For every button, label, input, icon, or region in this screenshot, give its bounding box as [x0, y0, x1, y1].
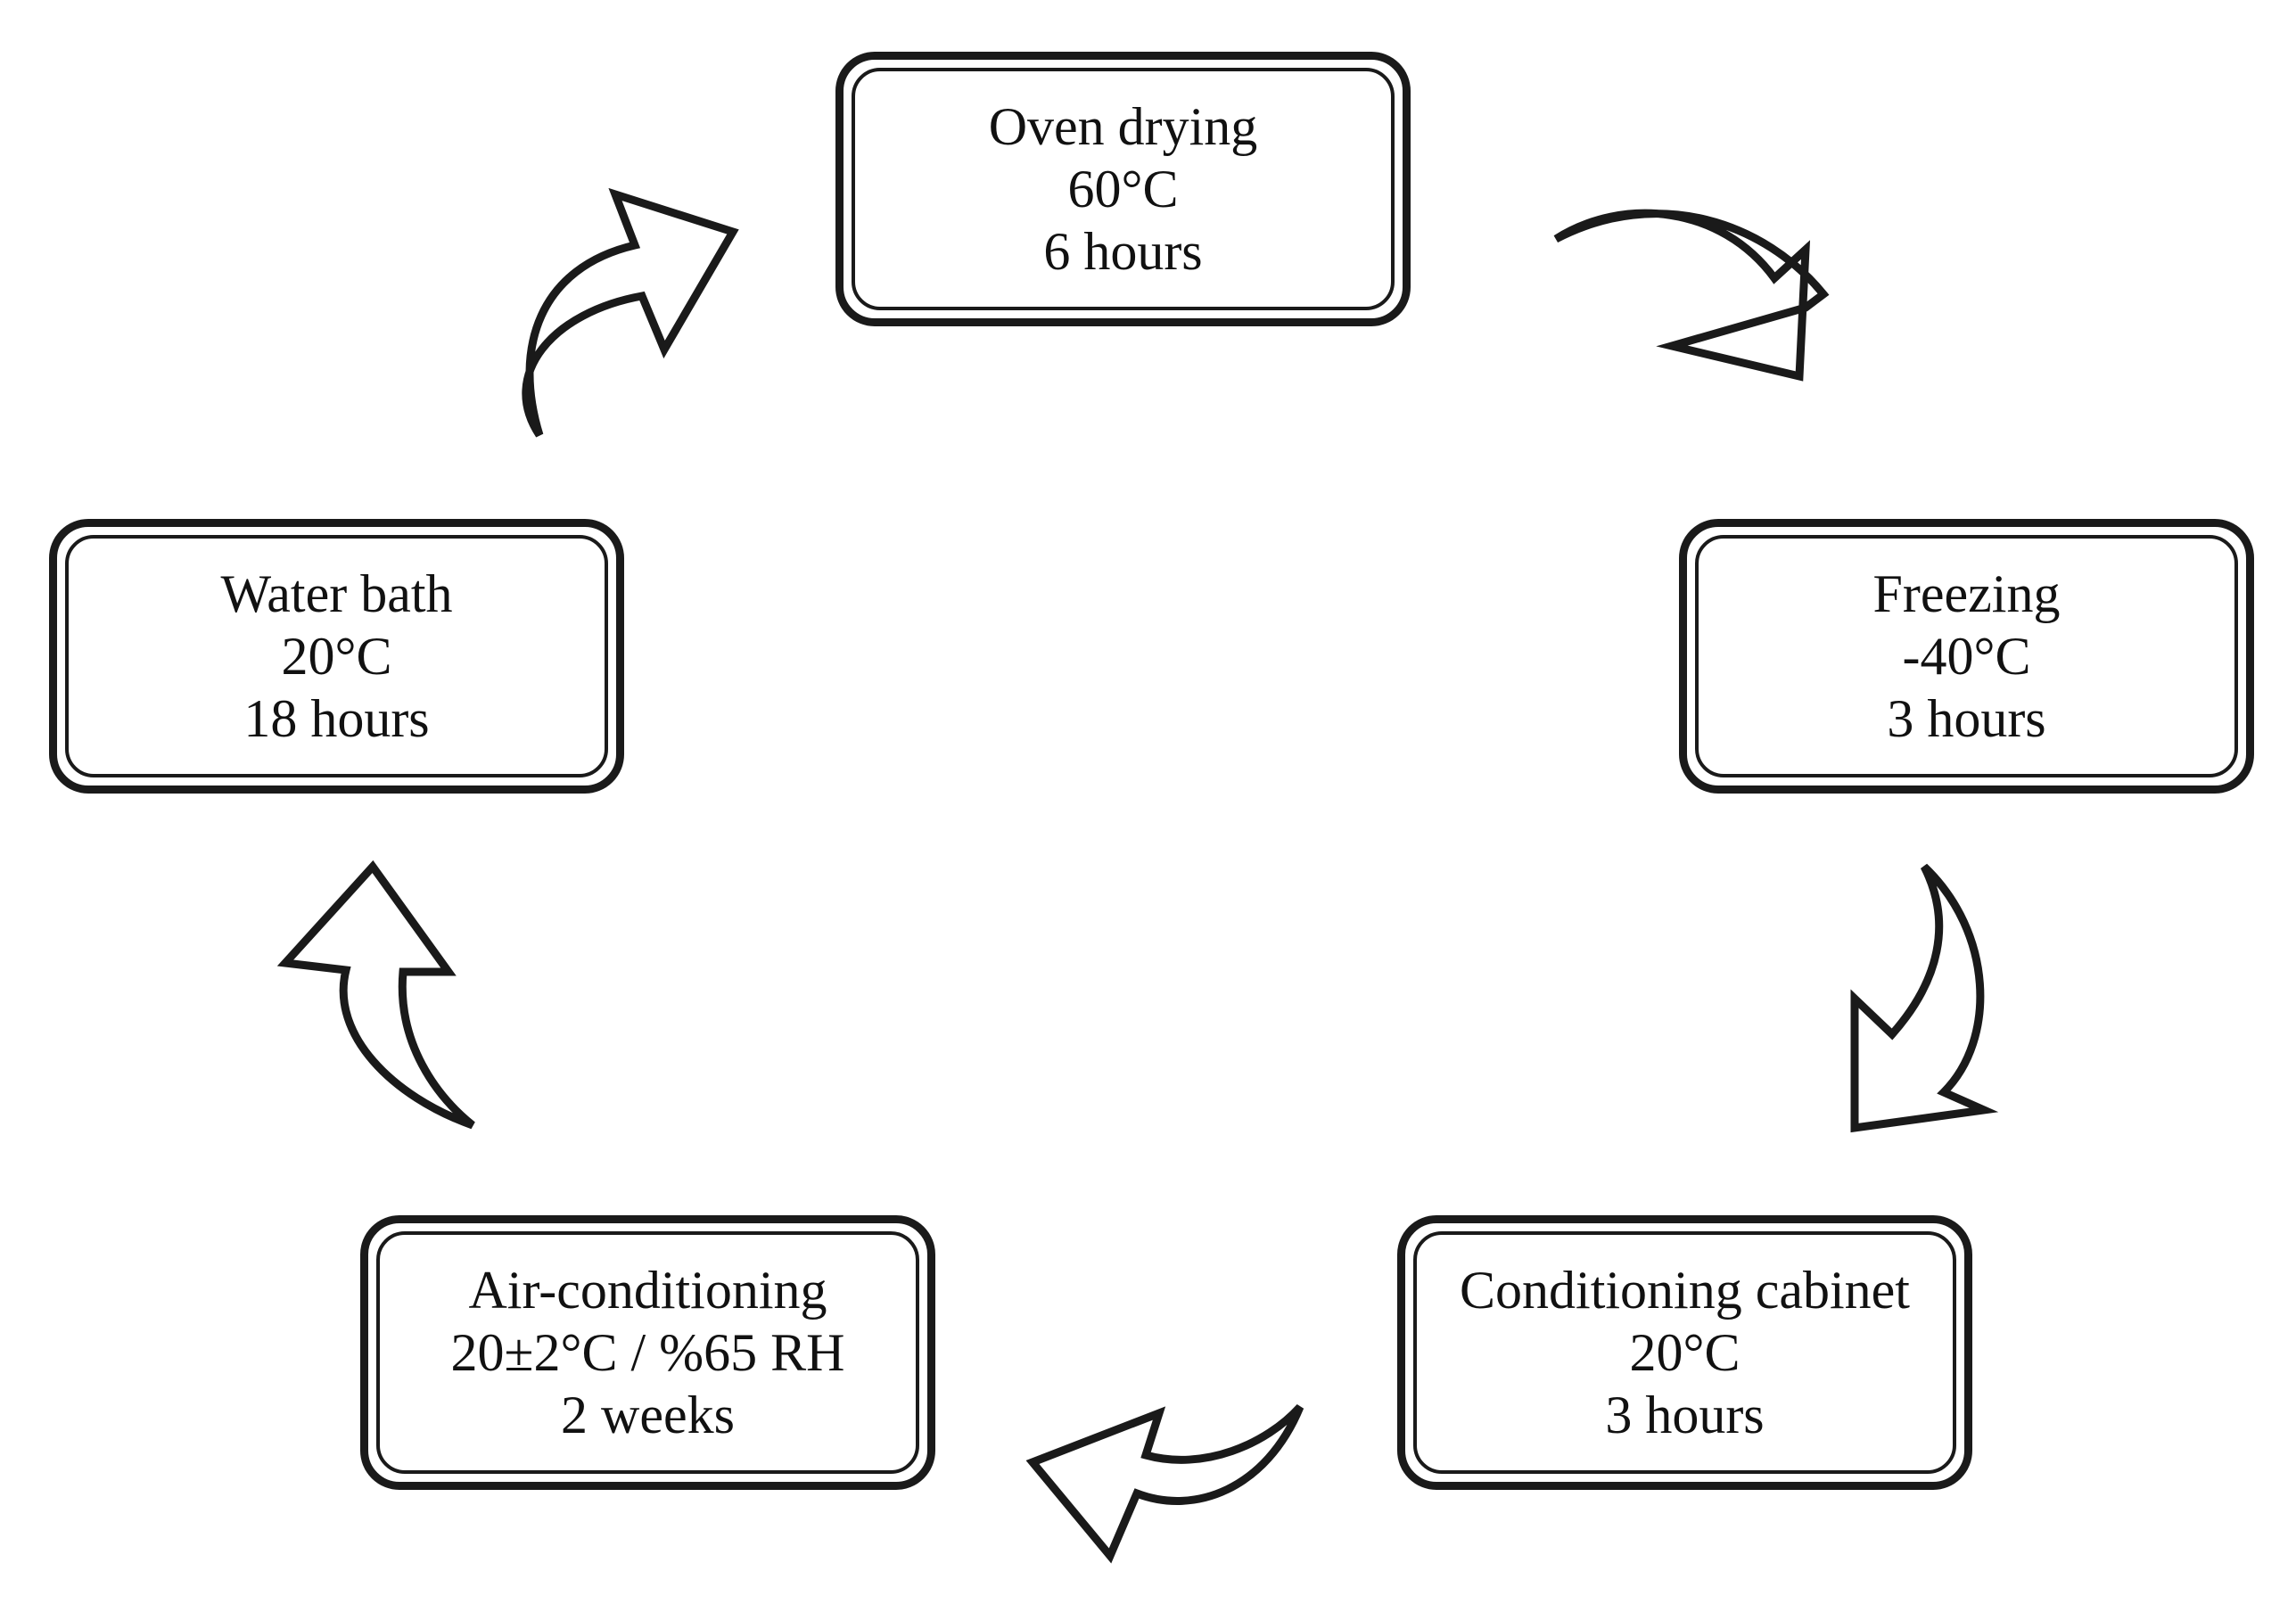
step-name: Water bath	[220, 564, 453, 623]
step-duration: 18 hours	[243, 689, 430, 748]
step-temperature: -40°C	[1902, 627, 2031, 686]
step-freezing: Freezing -40°C 3 hours	[1679, 519, 2254, 794]
curved-arrow-icon	[522, 187, 739, 438]
step-name: Air-conditioning	[468, 1261, 827, 1320]
curved-arrow-icon	[1553, 209, 1830, 382]
step-freezing-frame: Freezing -40°C 3 hours	[1695, 535, 2238, 777]
curved-arrow-icon	[1850, 863, 1999, 1133]
step-name: Freezing	[1872, 564, 2061, 623]
step-oven-drying: Oven drying 60°C 6 hours	[835, 52, 1411, 326]
step-duration: 6 hours	[1043, 222, 1203, 281]
step-name: Conditioning cabinet	[1460, 1261, 1910, 1320]
step-duration: 3 hours	[1605, 1386, 1765, 1444]
step-conditioning-cabinet: Conditioning cabinet 20°C 3 hours	[1397, 1215, 1972, 1490]
step-temperature: 20°C	[281, 627, 392, 686]
step-duration: 3 hours	[1887, 689, 2046, 748]
step-air-conditioning-frame: Air-conditioning 20±2°C / %65 RH 2 weeks	[376, 1231, 919, 1474]
step-temperature: 60°C	[1067, 160, 1179, 218]
curved-arrow-icon	[276, 860, 475, 1130]
step-oven-drying-frame: Oven drying 60°C 6 hours	[852, 68, 1395, 310]
step-name: Oven drying	[988, 97, 1258, 156]
step-temperature: 20°C	[1629, 1323, 1741, 1382]
step-water-bath-frame: Water bath 20°C 18 hours	[65, 535, 608, 777]
step-temperature: 20±2°C / %65 RH	[450, 1323, 845, 1382]
step-duration: 2 weeks	[561, 1386, 735, 1444]
step-conditioning-cabinet-frame: Conditioning cabinet 20°C 3 hours	[1413, 1231, 1956, 1474]
step-air-conditioning: Air-conditioning 20±2°C / %65 RH 2 weeks	[360, 1215, 935, 1490]
curved-arrow-icon	[1025, 1403, 1304, 1564]
step-water-bath: Water bath 20°C 18 hours	[49, 519, 624, 794]
